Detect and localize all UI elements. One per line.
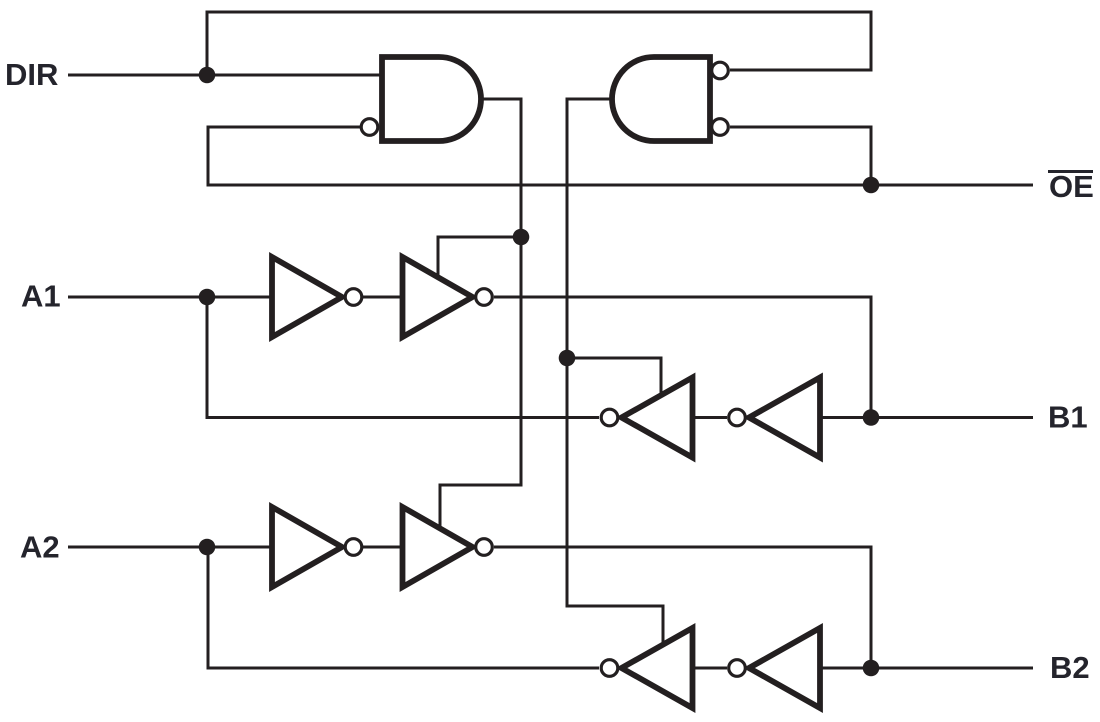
svg-text:A2: A2 bbox=[20, 530, 60, 565]
svg-text:B2: B2 bbox=[1050, 650, 1090, 685]
svg-text:A1: A1 bbox=[21, 279, 61, 314]
svg-text:B1: B1 bbox=[1048, 400, 1088, 435]
svg-text:OE: OE bbox=[1049, 169, 1094, 204]
svg-text:DIR: DIR bbox=[5, 57, 58, 92]
